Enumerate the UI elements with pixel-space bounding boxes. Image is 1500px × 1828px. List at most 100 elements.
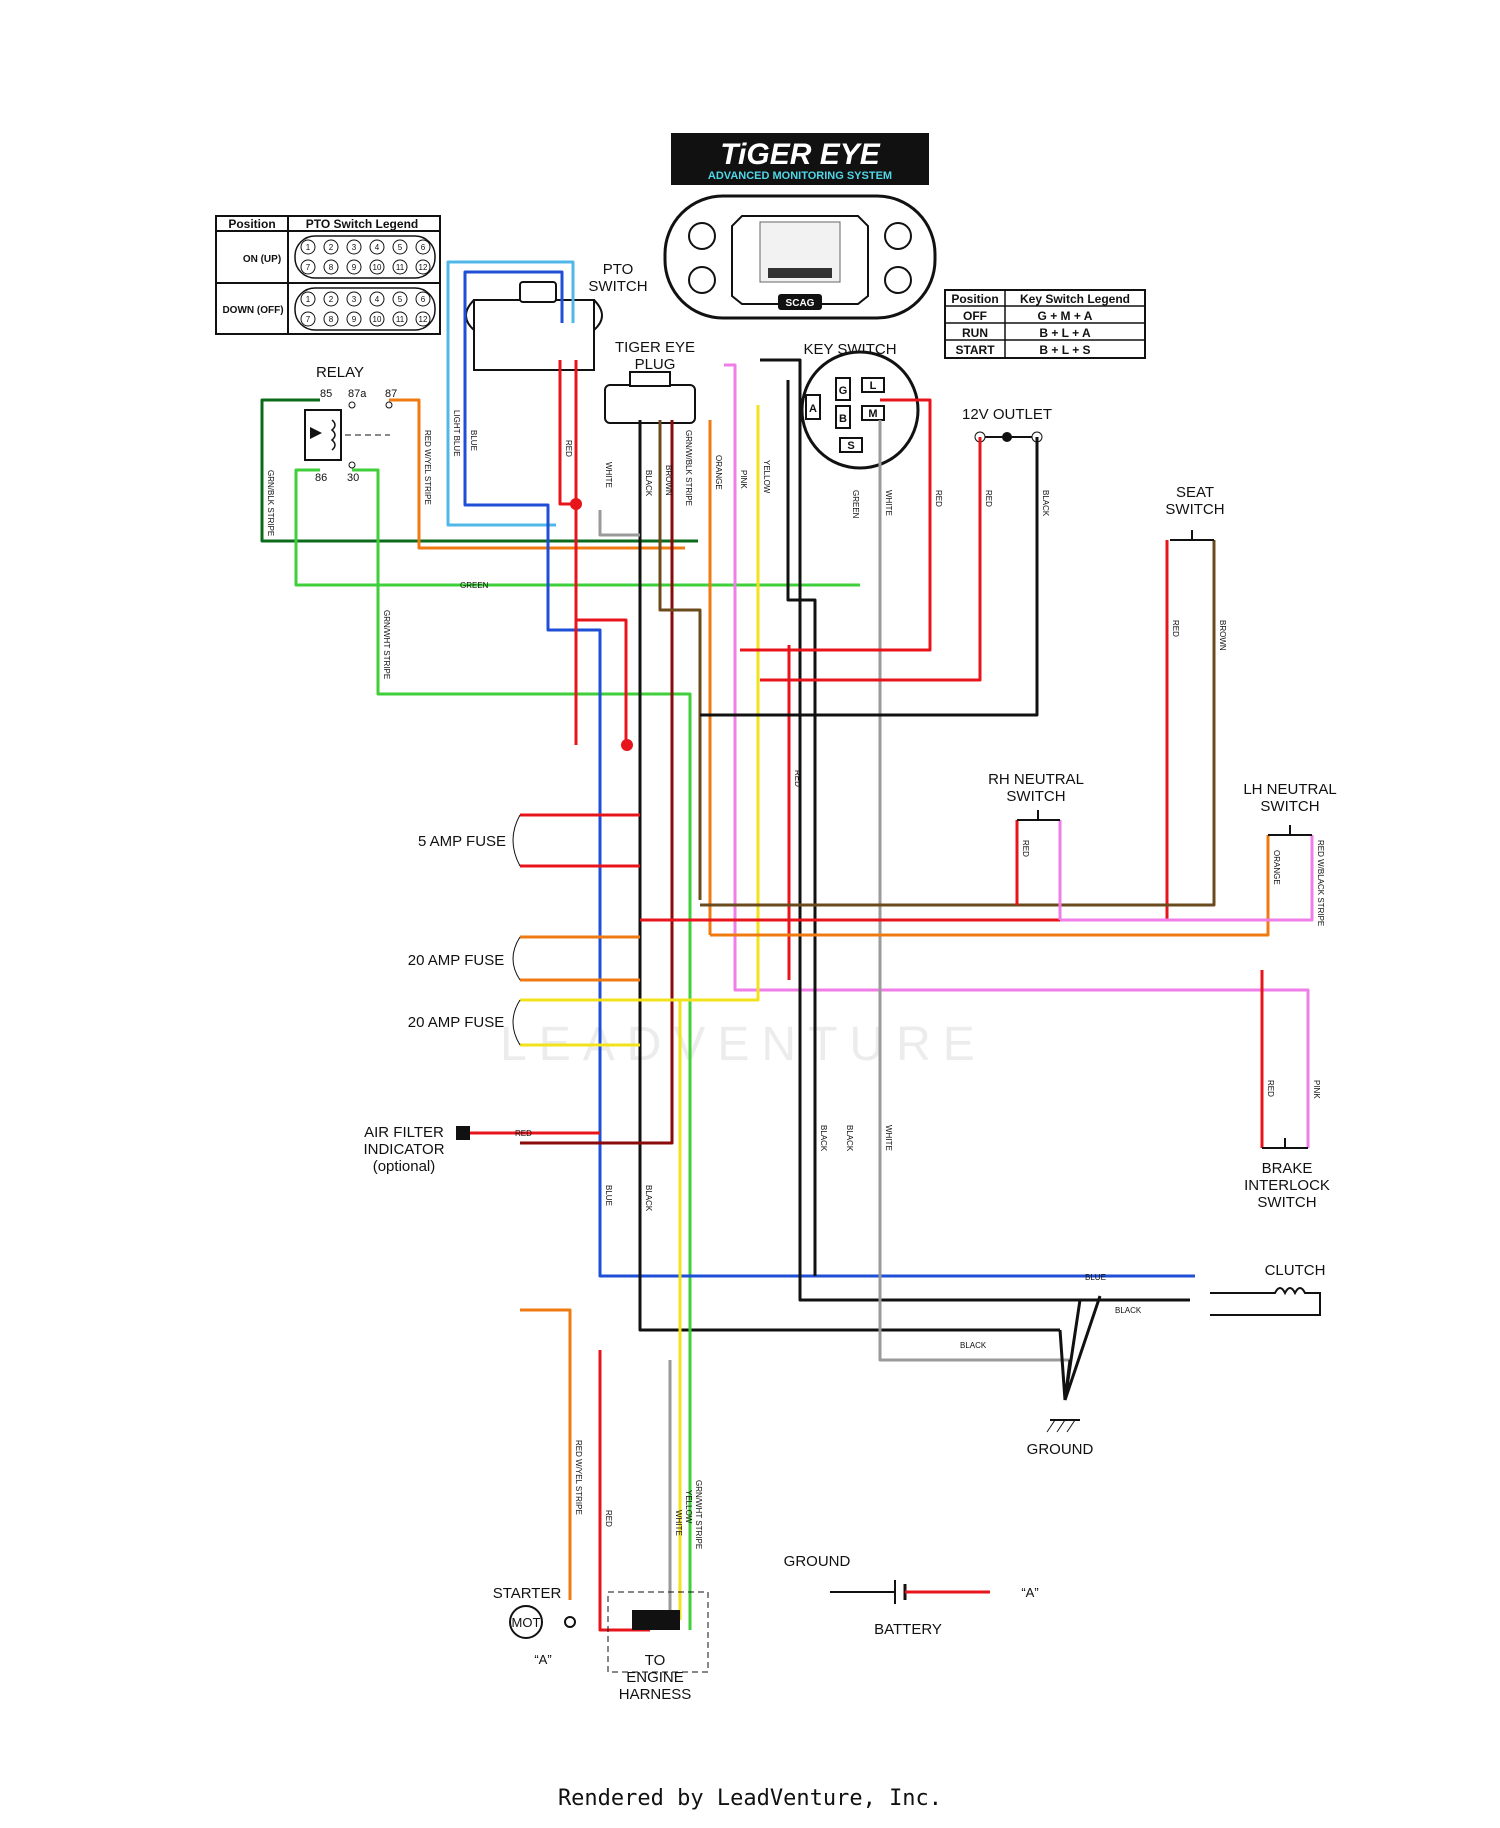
wire-label-green-key: GREEN — [851, 490, 860, 519]
outlet-12v — [974, 431, 1043, 443]
pto-pin-number: 4 — [375, 295, 380, 304]
pto-pin-number: 3 — [352, 243, 357, 252]
wire-label-black: BLACK — [644, 470, 653, 497]
wire-brown-seat — [700, 540, 1216, 907]
key-legend-header-position: Position — [951, 292, 998, 306]
wire-label-red-yel: RED W/YEL STRIPE — [423, 430, 432, 505]
lh-neutral-switch — [1268, 825, 1312, 836]
key-switch: G L A B S M — [800, 350, 920, 470]
wire-grn-blk-stripe — [260, 398, 698, 543]
engine-harness-connector — [607, 1591, 709, 1673]
wire-red-yel-stripe — [389, 398, 685, 550]
fuse-20a-label-2: 20 AMP FUSE — [408, 1014, 504, 1031]
pto-pin-number: 6 — [421, 243, 426, 252]
pto-pin — [415, 259, 431, 275]
wire-white — [878, 420, 1070, 1362]
ground-label: GROUND — [1027, 1441, 1094, 1458]
wire-red-seat — [640, 540, 1169, 922]
wire-pink — [724, 363, 1310, 1148]
pto-pin — [300, 259, 316, 275]
pto-pin — [369, 291, 385, 307]
wire-label-brown: BROWN — [664, 465, 673, 496]
pto-pin-number: 12 — [419, 263, 428, 272]
pto-pin-number: 10 — [373, 263, 382, 272]
pto-pin-number: 5 — [398, 295, 403, 304]
key-legend-start-value: B + L + S — [1039, 343, 1090, 357]
pto-pin — [415, 291, 431, 307]
pto-pin — [392, 239, 408, 255]
wire-label-black-outlet: BLACK — [1041, 490, 1050, 517]
pto-pin — [346, 259, 362, 275]
wire-ground-bundle — [1058, 1295, 1102, 1401]
pto-pin-number: 8 — [329, 263, 334, 272]
outlet-label: 12V OUTLET — [962, 406, 1052, 423]
key-legend-run-value: B + L + A — [1039, 326, 1091, 340]
brake-interlock-switch — [1262, 1138, 1308, 1149]
wire-red-outlet — [760, 437, 982, 682]
relay-pin-86: 86 — [315, 472, 327, 484]
pto-pin — [369, 311, 385, 327]
clutch-label: CLUTCH — [1265, 1262, 1326, 1279]
wire-label-red-key: RED — [793, 770, 802, 787]
wire-black-outlet — [700, 437, 1039, 717]
pto-pin — [346, 291, 362, 307]
wire-label-white: WHITE — [604, 462, 613, 488]
tiger-eye-logo: TiGER EYE ADVANCED MONITORING SYSTEM — [671, 133, 929, 185]
wire-label-black-ground: BLACK — [960, 1341, 987, 1350]
wire-label-red-brake: RED — [1266, 1080, 1275, 1097]
rh-neutral-switch — [1017, 810, 1060, 821]
wire-label-green: GREEN — [460, 581, 489, 590]
relay-pin-87a: 87a — [348, 388, 367, 400]
wire-label-red-engine: RED — [604, 1510, 613, 1527]
wire-black-main — [638, 420, 1060, 1332]
fuse-5a — [512, 813, 640, 868]
air-filter-indicator — [456, 1126, 470, 1140]
key-legend-start: START — [955, 343, 995, 357]
wire-label-white-key: WHITE — [884, 490, 893, 516]
pto-pin-number: 9 — [352, 263, 357, 272]
pto-pin — [300, 291, 316, 307]
wire-label-blue: BLUE — [469, 430, 478, 451]
pto-pin — [369, 239, 385, 255]
wire-labels: GRN/BLK STRIPE GRN/WHT STRIPE RED W/YEL … — [266, 410, 1325, 1549]
pto-pin — [346, 311, 362, 327]
pto-pin-number: 6 — [421, 295, 426, 304]
wire-label-grn-blk: GRN/BLK STRIPE — [266, 470, 275, 536]
pto-pin — [300, 239, 316, 255]
pto-pin-number: 5 — [398, 243, 403, 252]
wire-label-grn-wht-engine: GRN/WHT STRIPE — [694, 1480, 703, 1549]
relay-label: RELAY — [316, 364, 364, 381]
wire-brown — [658, 420, 702, 900]
fuse-20a-1 — [512, 935, 640, 982]
wire-label-orange: ORANGE — [714, 455, 723, 490]
pto-pin — [369, 259, 385, 275]
pto-pin-number: 10 — [373, 315, 382, 324]
brand-label: SCAG — [786, 298, 815, 309]
wire-label-grn-wblk: GRN/W/BLK STRIPE — [684, 430, 693, 506]
starter-motor: MOT “A” — [509, 1605, 576, 1667]
battery: “A” — [830, 1580, 1039, 1604]
pto-switch-connector — [465, 281, 603, 371]
wire-label-pink-brake: PINK — [1312, 1080, 1321, 1099]
wire-label-yellow: YELLOW — [762, 460, 771, 494]
starter-a-ref: “A” — [534, 1652, 551, 1667]
wire-label-red-air: RED — [515, 1129, 532, 1138]
pto-pin-number: 8 — [329, 315, 334, 324]
wire-label-red-outlet: RED — [984, 490, 993, 507]
wire-label-white-lower: WHITE — [884, 1125, 893, 1151]
splice-main — [621, 739, 633, 751]
wire-black-key-2 — [760, 358, 1080, 1302]
wire-red-pto — [558, 360, 578, 745]
wire-light-blue — [446, 260, 575, 527]
wire-green — [294, 468, 860, 587]
wire-label-red-key-2: RED — [934, 490, 943, 507]
key-pin-s: S — [847, 440, 854, 452]
wire-red-key — [740, 398, 932, 652]
pto-pin-number: 1 — [306, 243, 311, 252]
key-pin-b: B — [839, 413, 847, 425]
relay-pin-30: 30 — [347, 472, 359, 484]
